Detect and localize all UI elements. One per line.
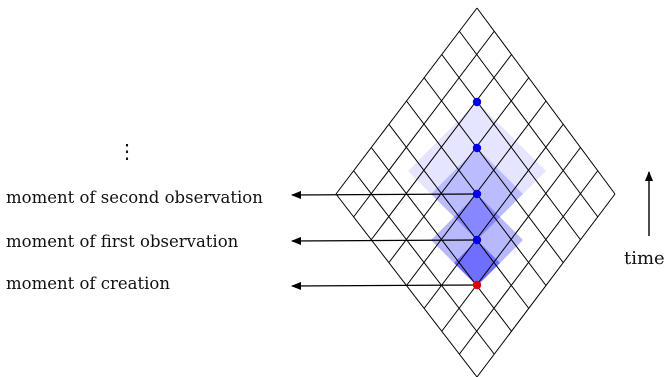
arrow-second-observation <box>291 190 478 199</box>
grid-line <box>441 147 581 332</box>
grid-line <box>476 193 616 377</box>
first-observation-point <box>472 235 482 245</box>
second-observation-point <box>472 189 482 199</box>
event-points <box>472 97 482 290</box>
region-creation <box>454 240 500 286</box>
first-observation-label: moment of first observation <box>6 232 239 251</box>
grid-line <box>423 123 564 309</box>
shaded-regions <box>408 102 546 286</box>
grid-line <box>458 30 599 218</box>
ellipsis-label: ⋮ <box>117 139 137 163</box>
region-outer <box>408 102 546 240</box>
grid-line <box>458 170 599 355</box>
creation-point <box>472 280 482 290</box>
observation-point <box>472 97 482 107</box>
arrow-creation <box>291 281 478 290</box>
time-label: time <box>624 248 665 269</box>
labels: ⋮ moment of second observation moment of… <box>6 139 665 293</box>
arrow-first-observation <box>291 236 478 245</box>
observation-point <box>472 143 482 153</box>
grid-line <box>441 54 581 241</box>
lattice-grid <box>335 7 616 377</box>
creation-label: moment of creation <box>6 274 170 293</box>
grid-line <box>476 7 616 195</box>
observation-arrows <box>291 171 653 290</box>
second-observation-label: moment of second observation <box>6 188 263 207</box>
grid-line <box>423 77 564 263</box>
